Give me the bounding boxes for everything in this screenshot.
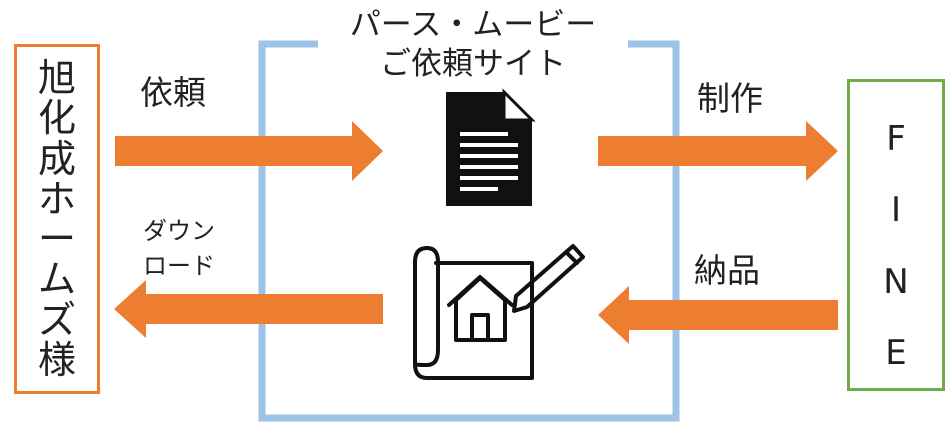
vendor-box: F I N E [847, 79, 945, 391]
request-label: 依頼 [140, 73, 206, 112]
client-char: 様 [37, 337, 76, 382]
client-char: 化 [37, 96, 76, 141]
client-char: ム [37, 257, 76, 302]
download-label-line2: ロード [143, 251, 215, 280]
vendor-char: I [890, 190, 902, 231]
client-char: ホ [37, 176, 76, 221]
vendor-char: N [883, 261, 909, 302]
download-arrow [114, 280, 383, 338]
site-title-line2: ご依頼サイト [380, 45, 566, 82]
blueprint-house-icon [413, 244, 585, 380]
client-char: 成 [37, 136, 76, 181]
delivery-arrow [598, 286, 838, 344]
site-frame-border [258, 40, 680, 422]
production-arrow [598, 121, 838, 181]
download-label-line1: ダウン [143, 217, 215, 245]
vendor-char: E [885, 332, 907, 373]
client-char: 旭 [37, 56, 76, 100]
download-label: ダウン ロード [143, 214, 215, 284]
client-char: ー [37, 217, 76, 262]
document-icon [446, 88, 536, 206]
site-title-line1: パース・ムービー [349, 7, 597, 43]
client-char: ズ [37, 297, 76, 342]
vendor-char: F [886, 119, 906, 159]
site-title: パース・ムービー ご依頼サイト [318, 6, 628, 84]
client-box: 旭 化 成 ホ ー ム ズ 様 [14, 44, 100, 394]
delivery-label: 納品 [694, 251, 760, 290]
production-label: 制作 [697, 79, 763, 118]
request-arrow [115, 121, 383, 181]
